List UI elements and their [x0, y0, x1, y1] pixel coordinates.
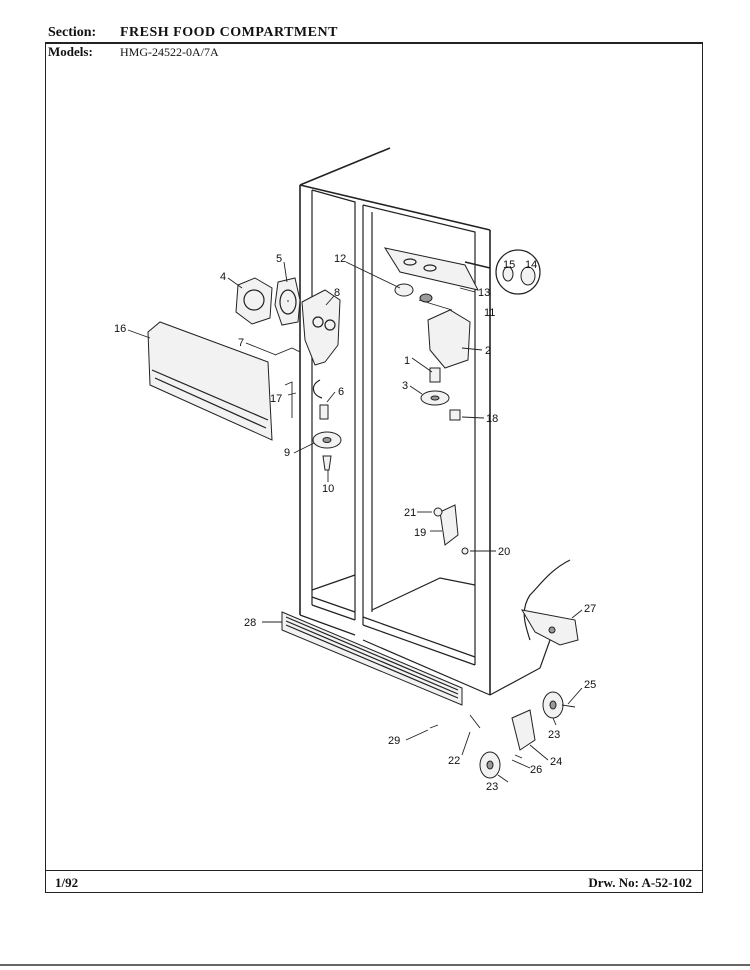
callout-14: 14 [525, 259, 537, 271]
callout-4: 4 [220, 271, 226, 283]
callout-27: 27 [584, 603, 596, 615]
revision-date: 1/92 [55, 875, 79, 890]
section-label: Section: [48, 25, 97, 40]
cabinet-outline [299, 147, 551, 696]
callout-21: 21 [404, 507, 416, 519]
callout-5: 5 [276, 253, 282, 265]
callout-19: 19 [414, 527, 426, 539]
callout-9: 9 [284, 447, 290, 459]
callout-29: 29 [388, 735, 400, 747]
drawing-frame [45, 43, 703, 893]
lamp-socket-parts [274, 347, 342, 471]
callout-8: 8 [334, 287, 340, 299]
callout-10: 10 [322, 483, 334, 495]
callout-7: 7 [238, 337, 244, 349]
callout-3: 3 [402, 380, 408, 392]
callout-labels: 1 2 3 4 5 6 7 8 9 10 11 12 13 14 15 16 1… [114, 253, 596, 793]
callout-12: 12 [334, 253, 346, 265]
switch-parts [433, 504, 469, 555]
callout-16: 16 [114, 323, 126, 335]
callout-15: 15 [503, 259, 515, 271]
callout-24: 24 [550, 756, 562, 768]
bracket-27 [521, 559, 579, 646]
models-label: Models: [48, 44, 93, 59]
callout-1: 1 [404, 355, 410, 367]
callout-22: 22 [448, 755, 460, 767]
callout-17: 17 [270, 393, 282, 405]
light-shield-16 [147, 321, 273, 441]
models-value: HMG-24522-0A/7A [120, 45, 219, 59]
callout-18: 18 [486, 413, 498, 425]
callout-28: 28 [244, 617, 256, 629]
callout-23-upper: 23 [548, 729, 560, 741]
control-housing-parts [235, 277, 341, 366]
thermostat-parts [383, 247, 541, 421]
section-value: FRESH FOOD COMPARTMENT [120, 25, 338, 40]
callout-20: 20 [498, 546, 510, 558]
leader-lines [127, 261, 583, 783]
callout-23-lower: 23 [486, 781, 498, 793]
grille-28 [281, 611, 463, 706]
callout-26: 26 [530, 764, 542, 776]
callout-6: 6 [338, 386, 344, 398]
callout-13: 13 [478, 287, 490, 299]
footer-rule [45, 870, 703, 871]
callout-2: 2 [485, 345, 491, 357]
callout-25: 25 [584, 679, 596, 691]
drawing-number: Drw. No: A-52-102 [588, 875, 692, 890]
callout-11: 11 [484, 307, 495, 319]
